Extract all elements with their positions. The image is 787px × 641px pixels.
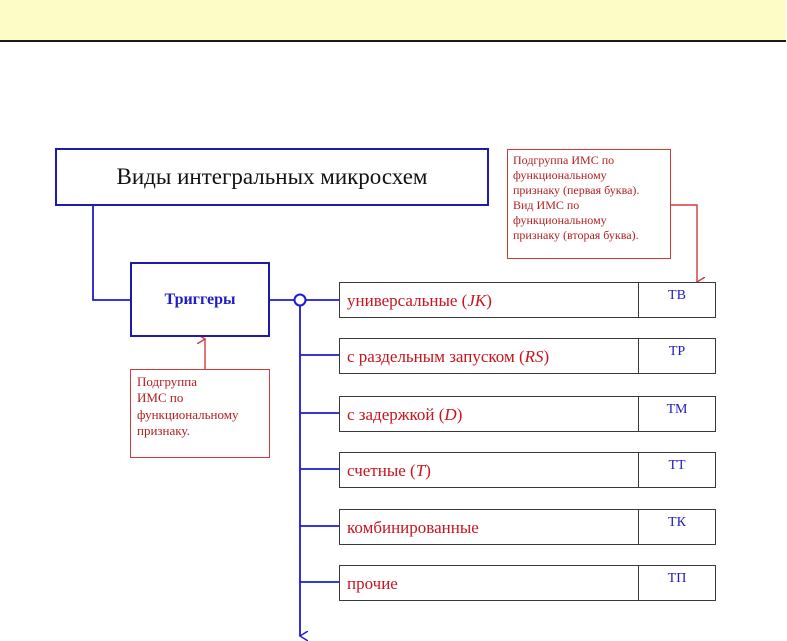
row-counting: счетные (T) ТТ (339, 452, 716, 488)
note-top: Подгруппа ИМС по функциональному признак… (507, 149, 671, 259)
title-to-trigger-wire (92, 206, 130, 301)
triggers-label: Триггеры (164, 290, 236, 308)
row-label: счетные (T) (347, 461, 431, 480)
triggers-box: Триггеры (130, 262, 270, 337)
row-code: ТК (638, 509, 715, 545)
note-left: Подгруппа ИМС по функциональному признак… (130, 369, 270, 458)
note-top-arrow (671, 204, 697, 282)
row-label: комбинированные (347, 518, 479, 537)
row-other: прочие ТП (339, 565, 716, 601)
header-bar (0, 0, 786, 42)
row-label: с задержкой (D) (347, 405, 463, 424)
row-code: ТТ (638, 452, 715, 488)
row-label: универсальные (JK) (347, 291, 492, 310)
row-label: с раздельным запуском (RS) (347, 347, 550, 366)
row-code: ТР (638, 338, 715, 374)
row-combined: комбинированные ТК (339, 509, 716, 545)
row-universal: универсальные (JK) ТВ (339, 282, 716, 318)
row-delay: с задержкой (D) ТМ (339, 396, 716, 432)
diagram-title: Виды интегральных микросхем (116, 164, 428, 189)
row-label: прочие (347, 574, 398, 593)
row-code: ТП (638, 565, 715, 601)
row-separate-start: с раздельным запуском (RS) ТР (339, 338, 716, 374)
diagram-title-box: Виды интегральных микросхем (55, 148, 489, 206)
row-code: ТМ (638, 396, 715, 432)
junction-circle (293, 293, 307, 307)
row-code: ТВ (638, 282, 715, 318)
